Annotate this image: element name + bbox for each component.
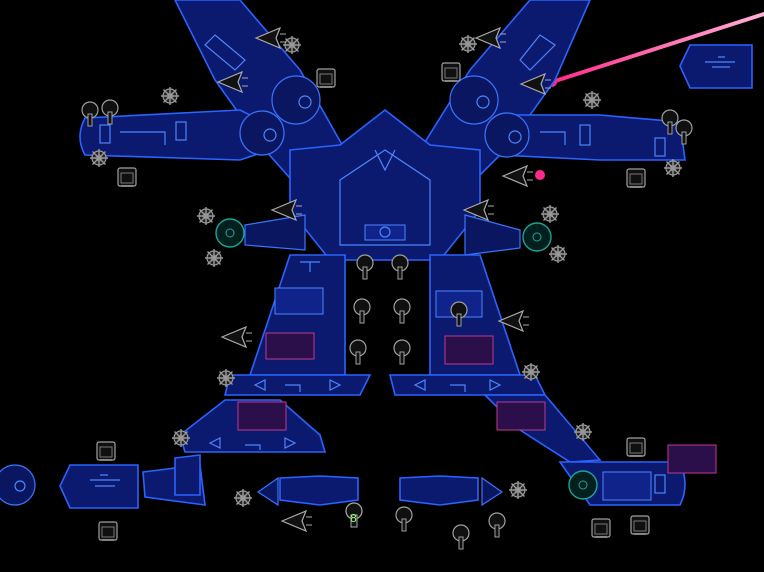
gear-icon	[573, 422, 593, 442]
gear-icon	[233, 488, 253, 508]
gear-icon	[458, 34, 478, 54]
gear-icon	[582, 90, 602, 110]
turret-icon	[395, 506, 413, 532]
gear-enemies	[89, 34, 683, 508]
bottom-center-pieces	[256, 475, 504, 507]
gear-icon	[160, 86, 180, 106]
turret-icon	[393, 339, 411, 365]
central-body	[244, 108, 521, 261]
laser-beams	[535, 12, 764, 180]
turret-icon	[117, 167, 137, 187]
turret-icon	[96, 441, 116, 461]
player-ship[interactable]	[345, 502, 363, 528]
gear-icon	[204, 248, 224, 268]
turret-icon	[391, 254, 409, 280]
lower-left-leg	[179, 254, 372, 453]
gear-icon	[196, 206, 216, 226]
arrow-drone-icon	[221, 326, 253, 348]
gear-icon	[508, 480, 528, 500]
turret-icon	[630, 515, 650, 535]
upper-left-arm	[79, 0, 346, 197]
gear-icon	[282, 35, 302, 55]
energy-core-icon	[568, 470, 598, 500]
turret-icon	[488, 512, 506, 538]
gear-icon	[89, 148, 109, 168]
turret-icon	[452, 524, 470, 550]
gear-icon	[171, 428, 191, 448]
turret-icon	[349, 339, 367, 365]
arrow-drone-icon	[502, 165, 534, 187]
gear-icon	[663, 158, 683, 178]
arrow-drone-icon	[281, 510, 313, 532]
turret-icon	[98, 521, 118, 541]
lower-left-wing	[0, 454, 206, 509]
player-indicator: 8	[350, 512, 357, 525]
gear-icon	[548, 244, 568, 264]
energy-cores	[215, 218, 598, 500]
turret-icon	[626, 437, 646, 457]
gear-icon	[216, 368, 236, 388]
turret-icon	[356, 254, 374, 280]
gear-icon	[521, 362, 541, 382]
energy-core-icon	[522, 222, 552, 252]
energy-core-icon	[215, 218, 245, 248]
gear-icon	[540, 204, 560, 224]
turret-icon	[591, 518, 611, 538]
turret-icon	[626, 168, 646, 188]
turret-icon	[393, 298, 411, 324]
lower-right-leg	[388, 254, 717, 506]
upper-right-arm	[419, 0, 753, 197]
turret-icon	[353, 298, 371, 324]
turret-icon	[441, 62, 461, 82]
turret-icon	[316, 68, 336, 88]
